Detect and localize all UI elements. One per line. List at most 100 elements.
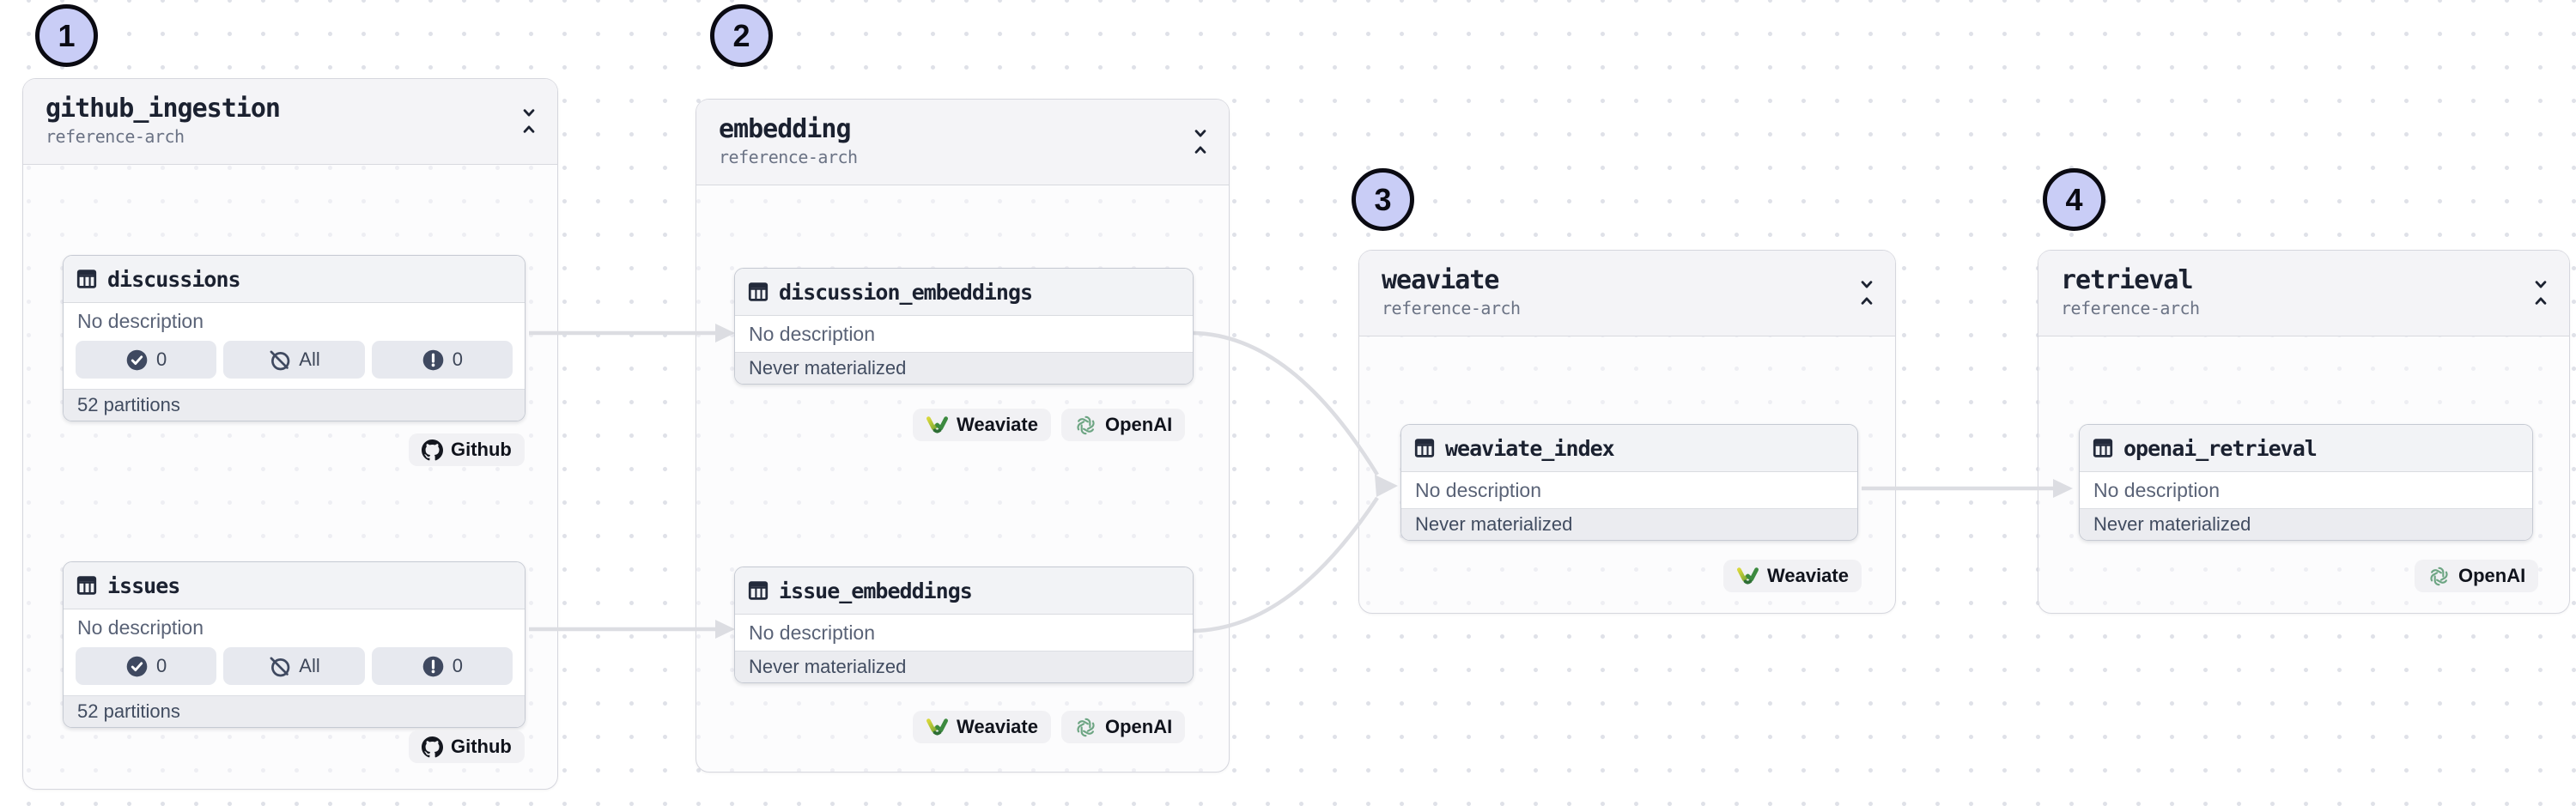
badge-label: 0 — [156, 655, 167, 676]
group-title: embedding — [719, 114, 852, 144]
badge-label: 0 — [452, 655, 463, 676]
weaviate-icon — [926, 718, 949, 737]
asset-node-issue-embeddings[interactable]: issue_embeddings No description Never ma… — [734, 567, 1194, 683]
missing-partitions-badge[interactable]: All — [223, 341, 365, 379]
kind-tag-github[interactable]: Github — [409, 730, 525, 763]
group-title: retrieval — [2061, 265, 2194, 295]
group-title: weaviate — [1382, 265, 1500, 295]
step-number: 3 — [1374, 181, 1392, 217]
asset-name: issue_embeddings — [779, 578, 973, 603]
group-subtitle: reference-arch — [46, 126, 185, 147]
alert-circle-icon — [422, 348, 445, 372]
asset-status: 52 partitions — [64, 389, 525, 421]
openai-icon — [2427, 565, 2451, 588]
asset-name: discussions — [107, 266, 241, 292]
asset-node-weaviate-index[interactable]: weaviate_index No description Never mate… — [1400, 424, 1858, 541]
tag-label: Github — [451, 439, 512, 460]
asset-status: Never materialized — [735, 352, 1193, 384]
asset-description: No description — [735, 316, 1193, 352]
openai-icon — [1074, 414, 1097, 437]
tag-label: Github — [451, 736, 512, 757]
asset-node-discussion-embeddings[interactable]: discussion_embeddings No description Nev… — [734, 268, 1194, 385]
alert-circle-icon — [422, 655, 445, 678]
badge-label: 0 — [156, 348, 167, 370]
step-number: 4 — [2065, 181, 2083, 217]
kind-tag-weaviate[interactable]: Weaviate — [913, 409, 1051, 441]
missing-partitions-badge[interactable]: All — [223, 647, 365, 685]
asset-name: openai_retrieval — [2123, 435, 2318, 461]
group-subtitle: reference-arch — [1382, 298, 1521, 318]
kind-tag-openai[interactable]: OpenAI — [1061, 409, 1186, 441]
materialized-count-badge[interactable]: 0 — [76, 341, 217, 379]
weaviate-icon — [926, 415, 949, 435]
group-title: github_ingestion — [46, 94, 281, 124]
asset-description: No description — [64, 609, 525, 645]
group-header[interactable]: embedding reference-arch — [696, 100, 1229, 185]
tag-label: OpenAI — [2458, 565, 2526, 586]
badge-label: All — [299, 348, 320, 370]
table-icon — [76, 268, 98, 290]
kind-tag-weaviate[interactable]: Weaviate — [913, 711, 1051, 743]
asset-name: discussion_embeddings — [779, 279, 1033, 305]
asset-node-discussions[interactable]: discussions No description 0 All 0 52 pa… — [63, 255, 526, 421]
asset-name: weaviate_index — [1445, 435, 1615, 461]
asset-node-issues[interactable]: issues No description 0 All 0 52 partiti… — [63, 561, 526, 728]
step-badge-1: 1 — [35, 4, 98, 67]
asset-status: 52 partitions — [64, 695, 525, 727]
collapse-group-icon[interactable] — [1191, 127, 1210, 156]
asset-status: Never materialized — [2080, 508, 2532, 540]
asset-node-header[interactable]: discussions — [64, 256, 525, 303]
kind-tag-openai[interactable]: OpenAI — [2415, 560, 2539, 592]
partition-badges: 0 All 0 — [64, 339, 525, 389]
group-subtitle: reference-arch — [719, 147, 858, 167]
group-header[interactable]: weaviate reference-arch — [1359, 251, 1895, 336]
asset-description: No description — [2080, 472, 2532, 508]
failed-partitions-badge[interactable]: 0 — [371, 647, 513, 685]
badge-label: All — [299, 655, 320, 676]
collapse-group-icon[interactable] — [2531, 278, 2550, 307]
asset-node-header[interactable]: issues — [64, 562, 525, 609]
asset-description: No description — [735, 615, 1193, 651]
table-icon — [2092, 437, 2114, 459]
table-icon — [76, 574, 98, 597]
step-number: 1 — [58, 17, 76, 53]
check-circle-icon — [125, 655, 149, 678]
tag-label: OpenAI — [1105, 414, 1173, 435]
group-subtitle: reference-arch — [2061, 298, 2200, 318]
github-icon — [422, 736, 443, 758]
collapse-group-icon[interactable] — [1857, 278, 1876, 307]
table-icon — [747, 579, 769, 602]
tag-label: Weaviate — [957, 414, 1038, 435]
failed-partitions-badge[interactable]: 0 — [371, 341, 513, 379]
asset-node-header[interactable]: discussion_embeddings — [735, 269, 1193, 316]
kind-tag-openai[interactable]: OpenAI — [1061, 711, 1186, 743]
asset-node-header[interactable]: weaviate_index — [1401, 425, 1857, 472]
openai-icon — [1074, 716, 1097, 739]
partition-badges: 0 All 0 — [64, 645, 525, 695]
weaviate-icon — [1736, 567, 1759, 586]
collapse-group-icon[interactable] — [519, 106, 538, 136]
kind-tag-weaviate[interactable]: Weaviate — [1723, 560, 1862, 592]
materialized-count-badge[interactable]: 0 — [76, 647, 217, 685]
asset-node-header[interactable]: issue_embeddings — [735, 567, 1193, 615]
badge-label: 0 — [452, 348, 463, 370]
step-badge-4: 4 — [2043, 168, 2105, 231]
check-circle-icon — [125, 348, 149, 372]
asset-node-openai-retrieval[interactable]: openai_retrieval No description Never ma… — [2079, 424, 2533, 541]
asset-description: No description — [64, 303, 525, 339]
group-header[interactable]: retrieval reference-arch — [2038, 251, 2569, 336]
tag-label: Weaviate — [1767, 565, 1849, 586]
asset-node-header[interactable]: openai_retrieval — [2080, 425, 2532, 472]
step-number: 2 — [732, 17, 750, 53]
asset-name: issues — [107, 573, 180, 598]
step-badge-2: 2 — [710, 4, 773, 67]
kind-tag-github[interactable]: Github — [409, 433, 525, 466]
tag-label: Weaviate — [957, 716, 1038, 737]
asset-status: Never materialized — [1401, 508, 1857, 540]
github-icon — [422, 439, 443, 461]
group-header[interactable]: github_ingestion reference-arch — [23, 79, 557, 165]
table-icon — [747, 281, 769, 303]
circle-slash-icon — [268, 348, 291, 372]
asset-description: No description — [1401, 472, 1857, 508]
